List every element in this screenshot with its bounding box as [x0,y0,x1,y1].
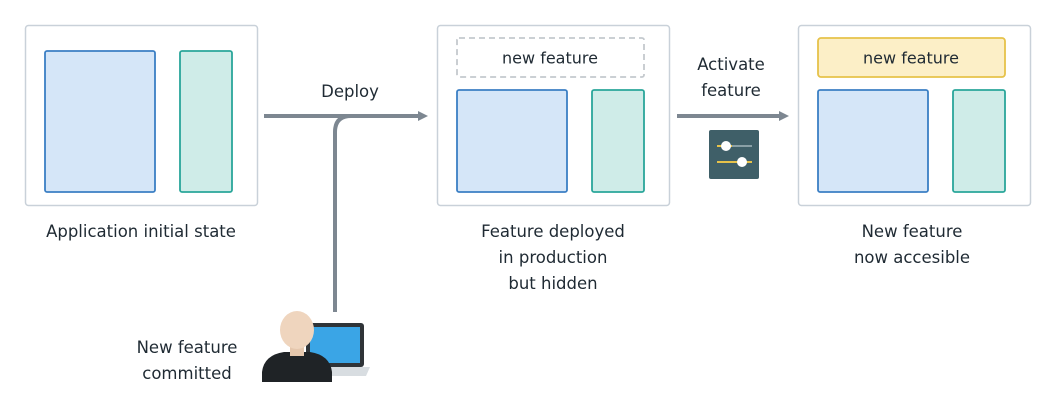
stage-deployed-panel [436,24,671,207]
caption-feature-committed: New feature committed [136,338,238,383]
sidebar-block [179,50,233,193]
deploy-label: Deploy [321,82,379,101]
commit-branch-line [333,114,352,312]
sidebar-block [952,89,1006,193]
hidden-feature-block [456,37,645,78]
active-feature-block [817,37,1006,78]
deploy-arrow [264,111,428,312]
hidden-feature-label: new feature [502,48,598,68]
caption-deployed-hidden: Feature deployed in production but hidde… [481,222,625,293]
main-content-block [44,50,156,193]
main-content-block [456,89,568,193]
main-content-block [817,89,929,193]
caption-initial-state: Application initial state [46,222,236,241]
developer-laptop-icon [262,311,370,382]
active-feature-label: new feature [863,48,959,68]
caption-now-accessible: New feature now accesible [853,222,971,267]
stage-initial-panel [24,24,259,207]
stage-activated-panel [797,24,1032,207]
settings-toggle-icon [709,130,759,179]
sidebar-block [591,89,645,193]
activate-label: Activate feature [697,55,765,100]
